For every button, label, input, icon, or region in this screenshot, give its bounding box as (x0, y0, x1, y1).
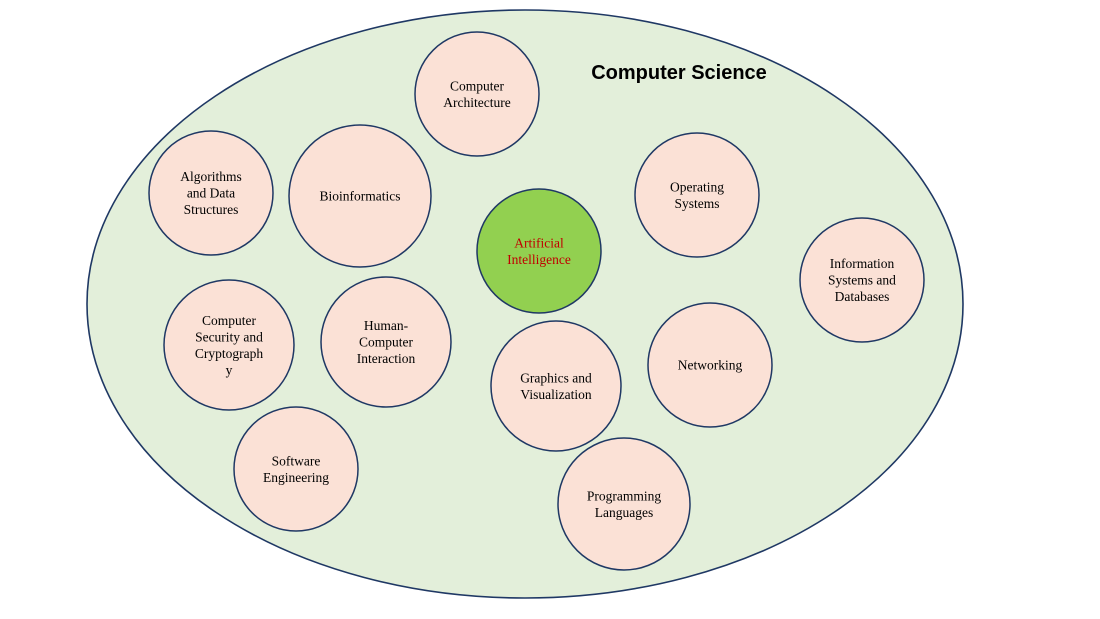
topic-circle (148, 130, 274, 256)
topic-label-line: Interaction (357, 351, 416, 366)
topic-circle (557, 437, 691, 571)
topic-label-line: Engineering (263, 470, 329, 485)
topic-label-line: Algorithms (180, 169, 242, 184)
field-title: Computer Science (591, 62, 767, 84)
topic-label-line: Human- (364, 318, 409, 333)
topic-label-line: Computer (359, 335, 413, 350)
topic-circle (414, 31, 540, 157)
topic-networking: Networking (647, 302, 773, 428)
topic-label-line: Computer (450, 78, 504, 93)
topic-circle (647, 302, 773, 428)
topic-label-line: Bioinformatics (320, 189, 401, 204)
topic-label-line: Computer (202, 313, 256, 328)
topic-label-line: Programming (587, 488, 661, 503)
topic-label-line: Operating (670, 179, 724, 194)
topic-label-line: y (226, 362, 233, 377)
topic-bioinformatics: Bioinformatics (288, 124, 432, 268)
topic-label-line: Languages (595, 505, 653, 520)
topic-label-line: Artificial (514, 235, 564, 250)
topic-label-line: Structures (184, 202, 239, 217)
topic-circle (799, 217, 925, 343)
topic-circle (476, 188, 602, 314)
topic-label-line: Intelligence (507, 252, 571, 267)
topic-label-line: Software (272, 453, 321, 468)
topic-label-line: Cryptograph (195, 346, 263, 361)
topic-circle (320, 276, 452, 408)
topic-circle (634, 132, 760, 258)
topic-label-line: Security and (195, 329, 263, 344)
topic-label-line: Visualization (520, 387, 591, 402)
topic-label-line: Information (830, 256, 895, 271)
topic-label-line: Networking (678, 358, 743, 373)
topic-label-line: Architecture (443, 95, 510, 110)
topic-circle (288, 124, 432, 268)
topic-circle (233, 406, 359, 532)
topic-label-line: and Data (187, 186, 235, 201)
topic-label-line: Databases (835, 289, 890, 304)
topic-label-line: Systems and (828, 273, 896, 288)
topic-label-line: Systems (674, 196, 719, 211)
topic-label-line: Graphics and (520, 370, 592, 385)
topic-circle (490, 320, 622, 452)
topic-circle (163, 279, 295, 411)
